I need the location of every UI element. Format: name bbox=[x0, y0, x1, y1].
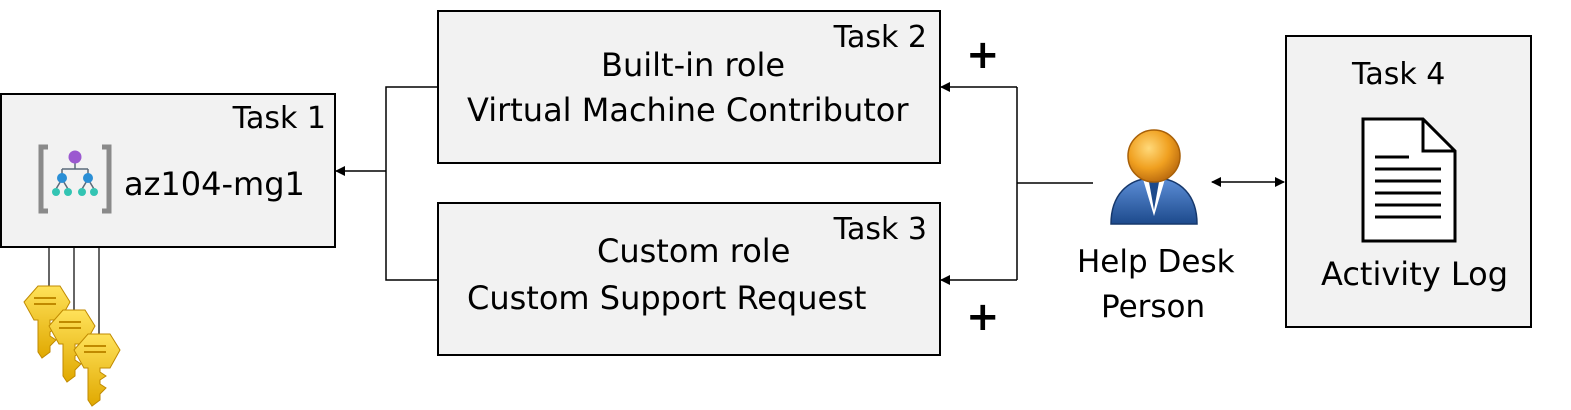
task1-label: Task 1 bbox=[232, 101, 326, 136]
plus-sign-bottom: + bbox=[966, 294, 1000, 340]
person-label-line2: Person bbox=[1101, 289, 1206, 325]
bracket-roles-to-task1 bbox=[385, 86, 437, 281]
task4-caption: Activity Log bbox=[1321, 255, 1508, 293]
task3-label: Task 3 bbox=[833, 212, 927, 247]
task2-label: Task 2 bbox=[833, 20, 927, 55]
task3-role-name: Custom Support Request bbox=[467, 279, 867, 317]
plus-sign-top: + bbox=[966, 32, 1000, 78]
task3-box: Task 3 Custom role Custom Support Reques… bbox=[437, 202, 941, 356]
document-icon bbox=[1361, 117, 1457, 243]
task2-role-name: Virtual Machine Contributor bbox=[467, 91, 909, 129]
user-icon bbox=[1110, 129, 1198, 225]
task1-box: Task 1 az104-mg1 bbox=[0, 93, 336, 248]
management-group-icon bbox=[38, 144, 112, 214]
key-icon bbox=[23, 285, 121, 407]
task2-role-type: Built-in role bbox=[601, 46, 786, 84]
person-label-line1: Help Desk bbox=[1077, 244, 1235, 280]
task3-role-type: Custom role bbox=[597, 232, 791, 270]
task4-label: Task 4 bbox=[1352, 57, 1446, 92]
task4-box: Task 4 Activity Log bbox=[1285, 35, 1532, 328]
resource-name: az104-mg1 bbox=[124, 165, 305, 203]
task2-box: Task 2 Built-in role Virtual Machine Con… bbox=[437, 10, 941, 164]
